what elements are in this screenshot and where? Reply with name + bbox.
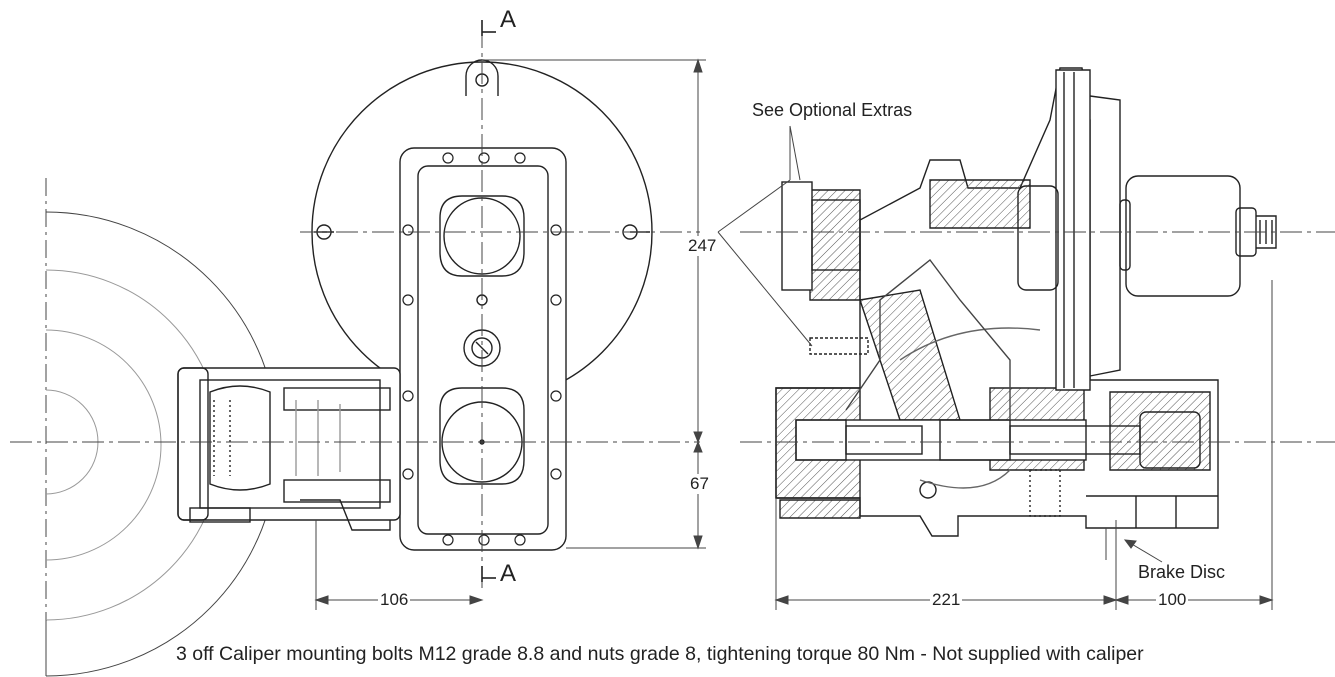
spring-cylinder xyxy=(1125,175,1241,297)
leader-lines xyxy=(717,125,1163,563)
see-optional-extras-label: See Optional Extras xyxy=(752,100,913,120)
section-view-centerlines xyxy=(740,231,1335,443)
section-markers xyxy=(481,20,496,582)
section-label-top: A xyxy=(500,6,517,33)
section-view xyxy=(775,67,1277,537)
mounting-bolts-caption: 3 off Caliper mounting bolts M12 grade 8… xyxy=(176,643,1144,665)
brake-disc-label: Brake Disc xyxy=(1138,562,1226,582)
dim-width-left: 106 xyxy=(378,590,411,610)
dim-height-total: 247 xyxy=(686,236,719,256)
dim-width-right: 100 xyxy=(1156,590,1189,610)
dimension-lines-front xyxy=(314,58,706,610)
section-label-bottom: A xyxy=(500,560,517,587)
dim-height-lower: 67 xyxy=(688,474,711,494)
front-view xyxy=(177,59,653,551)
dim-width-body: 221 xyxy=(930,590,963,610)
dimension-lines-section xyxy=(774,280,1274,610)
front-view-centerlines xyxy=(10,26,700,590)
